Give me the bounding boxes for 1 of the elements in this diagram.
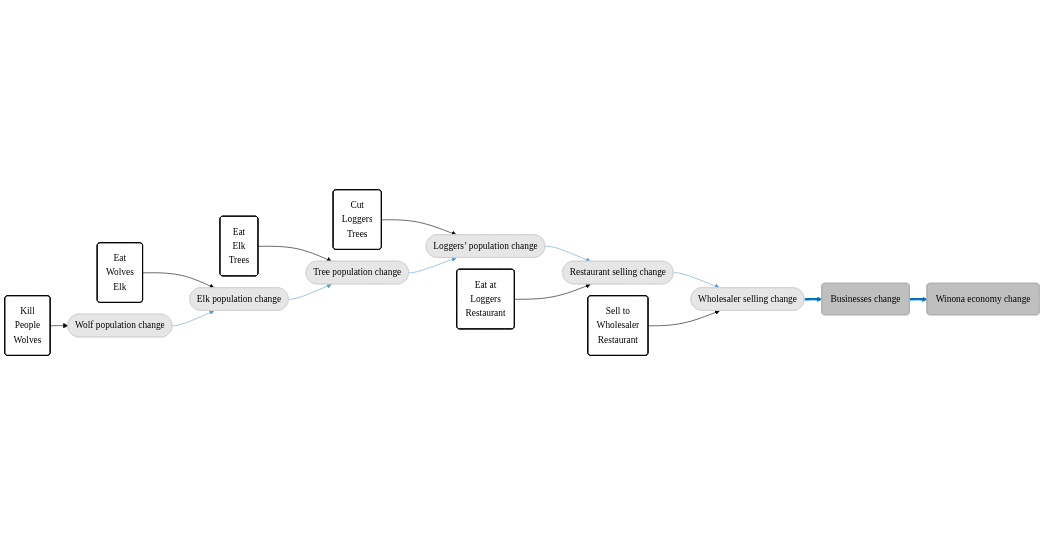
arrow — [909, 296, 928, 302]
